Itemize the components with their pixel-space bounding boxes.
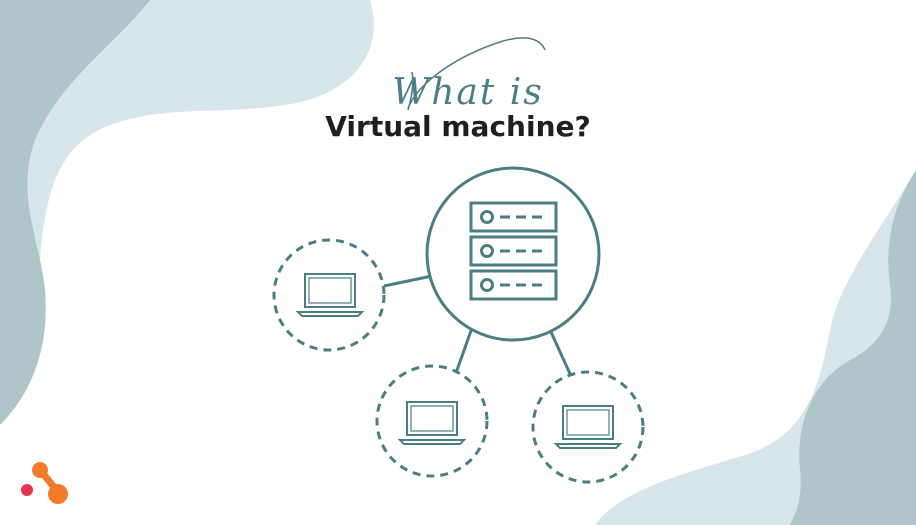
title-script-line: What is — [392, 72, 544, 113]
laptop-icon — [295, 273, 365, 317]
brand-logo — [21, 462, 68, 504]
title-flourish-stroke — [407, 71, 414, 111]
connector-server-bottom-right — [549, 331, 573, 377]
background-blob-top-left-dark — [0, 0, 150, 425]
brand-logo-dot-left — [21, 484, 33, 496]
server-icon — [469, 201, 558, 301]
client-node-bottom-left-circle — [375, 364, 489, 478]
server-node-circle — [425, 166, 601, 342]
brand-logo-dot-bottom — [48, 484, 68, 504]
brand-logo-dot-top — [32, 462, 48, 478]
client-node-bottom-left — [375, 364, 489, 478]
connector-server-bottom-left — [454, 327, 474, 374]
title-main-line: Virtual machine? — [325, 110, 591, 143]
client-node-bottom-right — [531, 370, 645, 484]
client-node-left — [272, 238, 386, 352]
connector-server-left — [383, 274, 433, 288]
client-node-bottom-right-circle — [531, 370, 645, 484]
laptop-icon — [397, 401, 467, 445]
server-node — [425, 166, 601, 342]
background-blob-top-left-light — [0, 0, 374, 380]
laptop-icon — [553, 405, 623, 449]
client-node-left-circle — [272, 238, 386, 352]
title-flourish — [407, 37, 546, 109]
background-blob-bottom-right-dark — [790, 170, 916, 525]
